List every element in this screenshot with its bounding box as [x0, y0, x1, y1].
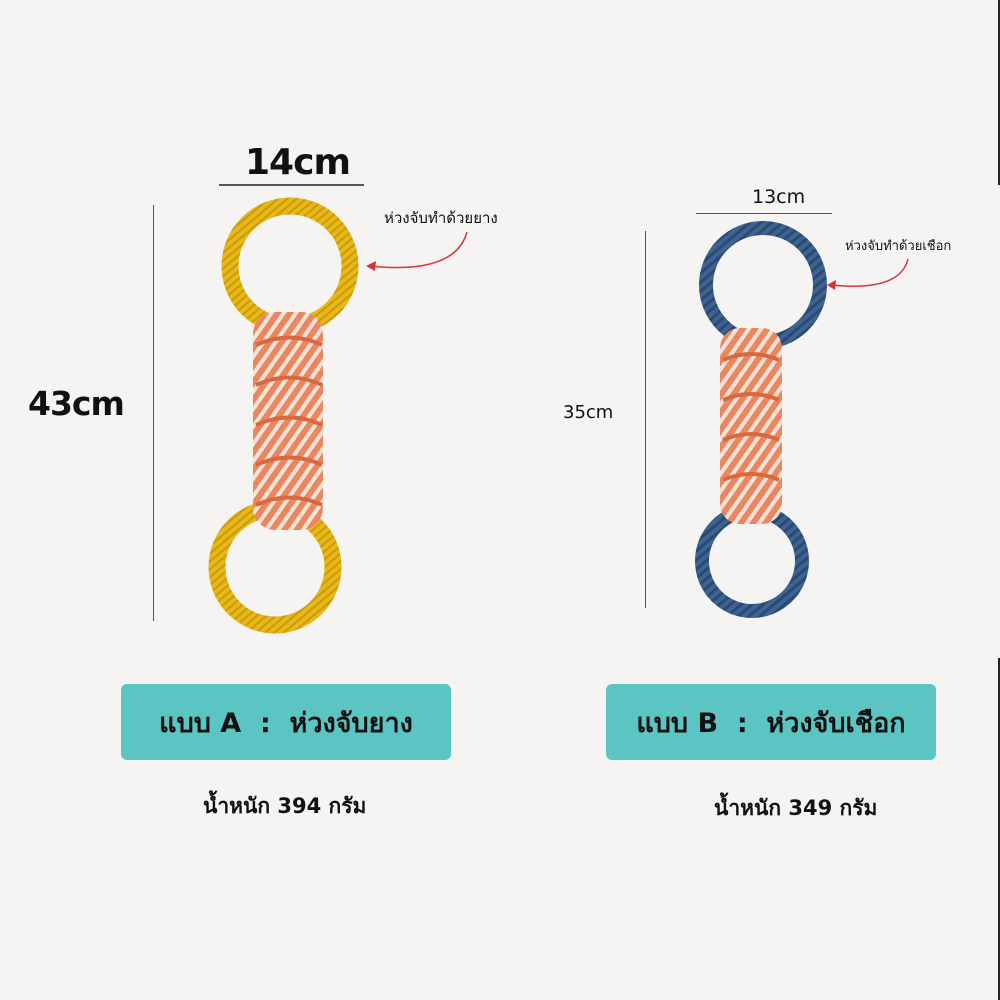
width-line-b	[696, 213, 832, 214]
annotation-arrow-a	[366, 231, 468, 271]
variant-a-badge: แบบ A : ห่วงจับยาง	[121, 684, 451, 760]
width-line-a	[219, 184, 364, 186]
variant-a-badge-text: แบบ A : ห่วงจับยาง	[159, 707, 413, 739]
variant-b-badge-text: แบบ B : ห่วงจับเชือก	[636, 707, 906, 739]
toy-a-rope	[253, 312, 323, 530]
toy-a-top-ring	[221, 197, 359, 335]
edge-mark-bottom	[998, 658, 1000, 1000]
height-label-a: 43cm	[28, 384, 125, 423]
height-line-b	[645, 231, 646, 608]
annotation-arrow-b	[827, 258, 909, 290]
toy-b	[695, 221, 827, 618]
weight-b: น้ำหนัก 349 กรัม	[714, 796, 878, 820]
weight-a: น้ำหนัก 394 กรัม	[203, 794, 367, 818]
edge-mark-top	[998, 0, 1000, 185]
width-label-b: 13cm	[752, 186, 806, 208]
toy-b-bottom-ring	[695, 504, 809, 618]
height-label-b: 35cm	[563, 402, 614, 423]
annotation-b: ห่วงจับทำด้วยเชือก	[845, 239, 952, 254]
toy-a	[208, 197, 359, 634]
variant-b-badge: แบบ B : ห่วงจับเชือก	[606, 684, 936, 760]
width-label-a: 14cm	[245, 142, 351, 183]
height-line-a	[153, 205, 154, 621]
toy-b-top-ring	[699, 221, 827, 349]
annotation-a: ห่วงจับทำด้วยยาง	[384, 209, 498, 227]
